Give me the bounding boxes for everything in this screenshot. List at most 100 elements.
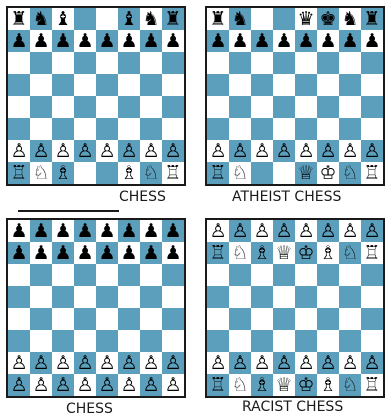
white-queen-piece: ♕ — [273, 374, 295, 396]
dark-square — [162, 264, 184, 286]
dark-square — [140, 74, 162, 96]
black-pawn-piece: ♟ — [118, 30, 140, 52]
dark-square — [251, 74, 273, 96]
light-square — [229, 118, 251, 140]
light-square — [140, 264, 162, 286]
light-square — [317, 118, 339, 140]
white-pawn-piece: ♙ — [30, 140, 52, 162]
black-pawn-piece: ♟ — [140, 242, 162, 264]
white-pawn-piece: ♙ — [207, 220, 229, 242]
white-pawn-piece: ♙ — [8, 352, 30, 374]
light-square — [30, 286, 52, 308]
dark-square — [118, 308, 140, 330]
white-pawn-piece: ♙ — [96, 140, 118, 162]
dark-square — [339, 286, 361, 308]
light-square — [251, 52, 273, 74]
white-pawn-piece: ♙ — [8, 140, 30, 162]
white-pawn-piece: ♙ — [295, 220, 317, 242]
white-knight-piece: ♘ — [30, 162, 52, 184]
caption-chess-blank: CHESS — [119, 189, 166, 205]
dark-square — [140, 118, 162, 140]
black-knight-piece: ♞ — [30, 8, 52, 30]
white-pawn-piece: ♙ — [339, 220, 361, 242]
dark-square — [207, 118, 229, 140]
white-rook-piece: ♖ — [361, 242, 383, 264]
light-square — [118, 330, 140, 352]
light-square — [140, 96, 162, 118]
white-king-piece: ♔ — [317, 162, 339, 184]
dark-square — [207, 330, 229, 352]
chess-board-all-pawns: ♟♟♟♟♟♟♟♟♟♟♟♟♟♟♟♟♙♙♙♙♙♙♙♙♙♙♙♙♙♙♙♙ — [6, 218, 186, 398]
dark-square — [273, 264, 295, 286]
dark-square — [317, 264, 339, 286]
white-knight-piece: ♘ — [339, 374, 361, 396]
dark-square — [317, 52, 339, 74]
dark-square — [96, 286, 118, 308]
black-pawn-piece: ♟ — [52, 242, 74, 264]
light-square — [74, 162, 96, 184]
light-square — [251, 8, 273, 30]
light-square — [251, 308, 273, 330]
light-square — [339, 308, 361, 330]
light-square — [273, 74, 295, 96]
dark-square — [251, 330, 273, 352]
black-pawn-piece: ♟ — [52, 220, 74, 242]
light-square — [52, 96, 74, 118]
dark-square — [361, 96, 383, 118]
white-knight-piece: ♘ — [229, 242, 251, 264]
white-knight-piece: ♘ — [339, 242, 361, 264]
black-pawn-piece: ♟ — [118, 242, 140, 264]
black-pawn-piece: ♟ — [118, 220, 140, 242]
black-pawn-piece: ♟ — [96, 220, 118, 242]
white-rook-piece: ♖ — [162, 162, 184, 184]
white-pawn-piece: ♙ — [52, 374, 74, 396]
light-square — [162, 286, 184, 308]
black-pawn-piece: ♟ — [8, 30, 30, 52]
light-square — [207, 52, 229, 74]
white-pawn-piece: ♙ — [361, 220, 383, 242]
dark-square — [52, 118, 74, 140]
white-pawn-piece: ♙ — [140, 140, 162, 162]
dark-square — [162, 308, 184, 330]
dark-square — [295, 330, 317, 352]
dark-square — [52, 74, 74, 96]
white-pawn-piece: ♙ — [162, 352, 184, 374]
white-pawn-piece: ♙ — [96, 352, 118, 374]
light-square — [118, 286, 140, 308]
light-square — [361, 118, 383, 140]
dark-square — [273, 96, 295, 118]
dark-square — [251, 286, 273, 308]
black-bishop-piece: ♝ — [52, 8, 74, 30]
light-square — [229, 74, 251, 96]
dark-square — [229, 52, 251, 74]
dark-square — [74, 8, 96, 30]
white-pawn-piece: ♙ — [207, 140, 229, 162]
black-pawn-piece: ♟ — [8, 220, 30, 242]
light-square — [361, 330, 383, 352]
dark-square — [96, 330, 118, 352]
white-rook-piece: ♖ — [361, 162, 383, 184]
dark-square — [317, 308, 339, 330]
white-pawn-piece: ♙ — [251, 352, 273, 374]
white-pawn-piece: ♙ — [140, 374, 162, 396]
black-king-piece: ♚ — [317, 8, 339, 30]
white-pawn-piece: ♙ — [74, 140, 96, 162]
white-bishop-piece: ♗ — [251, 242, 273, 264]
light-square — [273, 330, 295, 352]
light-square — [295, 308, 317, 330]
white-pawn-piece: ♙ — [118, 140, 140, 162]
black-pawn-piece: ♟ — [162, 30, 184, 52]
white-rook-piece: ♖ — [207, 162, 229, 184]
light-square — [295, 96, 317, 118]
white-pawn-piece: ♙ — [162, 374, 184, 396]
dark-square — [229, 96, 251, 118]
fill-in-blank-line — [18, 210, 119, 212]
dark-square — [361, 308, 383, 330]
black-rook-piece: ♜ — [162, 8, 184, 30]
black-knight-piece: ♞ — [339, 8, 361, 30]
dark-square — [140, 286, 162, 308]
light-square — [162, 74, 184, 96]
white-pawn-piece: ♙ — [251, 220, 273, 242]
light-square — [207, 96, 229, 118]
white-pawn-piece: ♙ — [273, 352, 295, 374]
